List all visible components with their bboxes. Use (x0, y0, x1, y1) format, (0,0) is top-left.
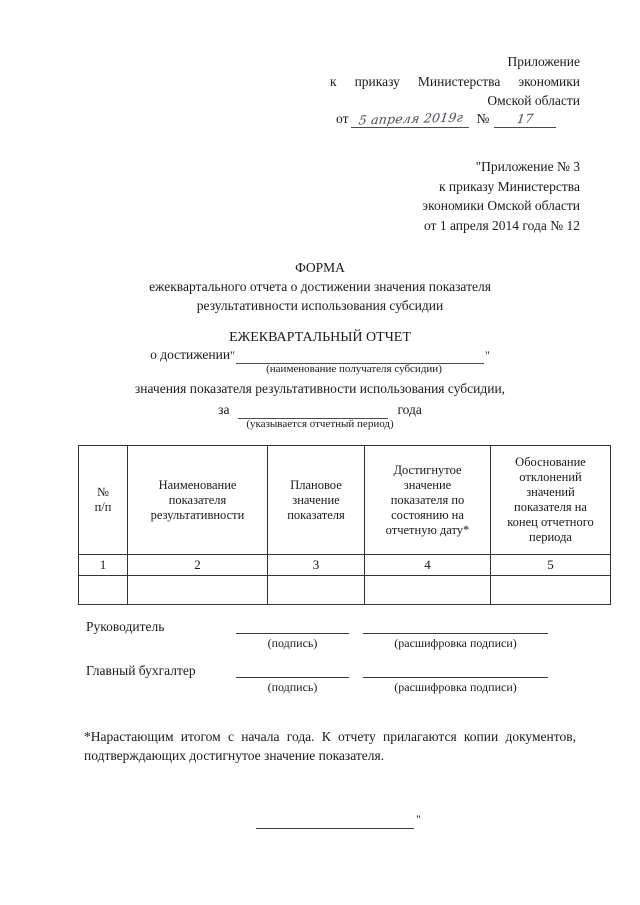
order-number-handwritten-value: 17 (516, 110, 535, 127)
form-title-line-2: ежеквартального отчета о достижении знач… (149, 279, 491, 295)
quote-open: " (230, 348, 235, 362)
table-cell-number[interactable] (78, 574, 128, 605)
signature-caption-accountant: (подпись) (267, 680, 318, 694)
th4-line-3: показателя по (390, 492, 465, 507)
th5-line-4: показателя на (514, 500, 587, 514)
report-subtitle: значения показателя результативности исп… (134, 381, 506, 396)
table-header-cell-planned-value: Плановое значение показателя (267, 445, 365, 555)
th4-line-1: Достигнутое (393, 462, 462, 477)
order-date-handwritten-value: 5 апреля 2019г (357, 109, 464, 128)
quote-close: " (485, 348, 490, 362)
column-number-1: 1 (78, 554, 128, 576)
signature-line-accountant[interactable] (236, 677, 349, 678)
table-header-cell-indicator-name: Наименование показателя результативности (127, 445, 268, 555)
reporting-period-line: за года (70, 402, 570, 419)
table-cell-planned-value[interactable] (267, 574, 365, 605)
order-header-line-1: Приложение (507, 54, 580, 69)
th3-line-1: Плановое (290, 477, 342, 492)
form-title-line-3: результативности использования субсидии (196, 298, 444, 314)
column-number-2: 2 (127, 554, 268, 576)
order-header-line-2-word-2: приказу (354, 73, 400, 89)
column-number-3: 3 (267, 554, 365, 576)
signature-row-director: Руководитель (подпись) (расшифровка подп… (86, 612, 576, 656)
th1-line-2: п/п (94, 500, 112, 514)
th4-line-5: отчетную дату* (385, 522, 470, 537)
order-number-field[interactable]: 17 (494, 110, 557, 128)
order-header-line-2-word-3: Министерства (417, 73, 501, 89)
achievement-line: о достижении " " (70, 347, 570, 364)
period-year-label: года (397, 402, 422, 417)
reporting-period-input[interactable] (238, 403, 389, 419)
form-title-heading: ФОРМА (295, 260, 345, 275)
achievement-label: о достижении (150, 347, 231, 362)
th5-line-2: отклонений (519, 470, 582, 484)
order-header-line-2-word-4: экономики (518, 73, 581, 89)
th3-line-3: показателя (287, 507, 345, 522)
th5-line-6: периода (529, 530, 572, 544)
form-title-block: ФОРМА ежеквартального отчета о достижени… (70, 258, 570, 315)
order-date-field[interactable]: 5 апреля 2019г (351, 109, 470, 128)
signature-line-director[interactable] (236, 633, 349, 634)
column-number-4: 4 (364, 554, 491, 576)
transcript-caption-accountant: (расшифровка подписи) (394, 680, 517, 694)
signature-role-director: Руководитель (86, 619, 165, 634)
th4-line-4: состоянию на (391, 507, 464, 522)
footnote-text: *Нарастающим итогом с начала года. К отч… (84, 729, 576, 763)
period-for-label: за (218, 402, 230, 417)
appendix-header-line-2: к приказу Министерства (438, 178, 580, 194)
order-header-line-2: к приказу Министерства экономики (330, 72, 580, 92)
order-date-label: от (336, 111, 349, 126)
appendix-header-line-4: от 1 апреля 2014 года № 12 (423, 218, 580, 234)
table-cell-deviation-reason[interactable] (490, 574, 611, 605)
th2-line-3: результативности (150, 507, 245, 522)
column-number-5: 5 (490, 554, 611, 576)
report-heading: ЕЖЕКВАРТАЛЬНЫЙ ОТЧЕТ (229, 330, 411, 345)
closing-rule (256, 828, 414, 829)
table-cell-indicator-name[interactable] (127, 574, 268, 605)
table-header-cell-deviation-reason: Обоснование отклонений значений показате… (490, 445, 611, 555)
th3-line-2: значение (292, 492, 340, 507)
table-header-cell-achieved-value: Достигнутое значение показателя по состо… (364, 445, 491, 555)
th2-line-1: Наименование (158, 477, 237, 492)
th4-line-2: значение (403, 477, 452, 492)
signature-row-accountant: Главный бухгалтер (подпись) (расшифровка… (86, 656, 576, 700)
th5-line-1: Обоснование (515, 455, 586, 469)
table-cell-achieved-value[interactable] (364, 574, 491, 605)
th5-line-5: конец отчетного (507, 515, 594, 529)
order-reference-header: Приложение к приказу Министерства эконом… (330, 52, 580, 111)
th2-line-2: показателя (168, 492, 227, 507)
period-caption: (указывается отчетный период) (246, 418, 394, 430)
indicator-results-table: № п/п Наименование показателя результати… (78, 445, 611, 605)
transcript-line-accountant[interactable] (363, 677, 548, 678)
table-body: 1 2 3 4 5 (78, 554, 611, 605)
appendix-reference-header: "Приложение № 3 к приказу Министерства э… (330, 157, 580, 236)
table-header: № п/п Наименование показателя результати… (78, 445, 611, 555)
signature-role-accountant: Главный бухгалтер (86, 663, 196, 678)
closing-line-block: " (256, 812, 436, 836)
transcript-line-director[interactable] (363, 633, 548, 634)
signature-caption-director: (подпись) (267, 636, 318, 650)
order-header-line-3: Омской области (487, 93, 580, 109)
recipient-name-input[interactable] (236, 348, 484, 364)
recipient-caption: (наименование получателя субсидии) (266, 363, 442, 375)
th1-line-1: № (97, 485, 109, 499)
appendix-header-line-3: экономики Омской области (422, 198, 580, 214)
th5-line-3: значений (526, 485, 575, 499)
table-header-cell-number: № п/п (78, 445, 128, 555)
appendix-header-line-1: "Приложение № 3 (475, 159, 580, 174)
table-column-number-row: 1 2 3 4 5 (78, 554, 611, 576)
order-date-number-row: от 5 апреля 2019г № 17 (336, 110, 584, 128)
closing-quote: " (416, 812, 421, 826)
signature-block: Руководитель (подпись) (расшифровка подп… (86, 612, 576, 700)
transcript-caption-director: (расшифровка подписи) (394, 636, 517, 650)
order-header-line-2-word-1: к (330, 73, 337, 89)
table-header-row: № п/п Наименование показателя результати… (78, 445, 611, 555)
table-row (78, 574, 611, 605)
order-number-label: № (476, 111, 490, 126)
